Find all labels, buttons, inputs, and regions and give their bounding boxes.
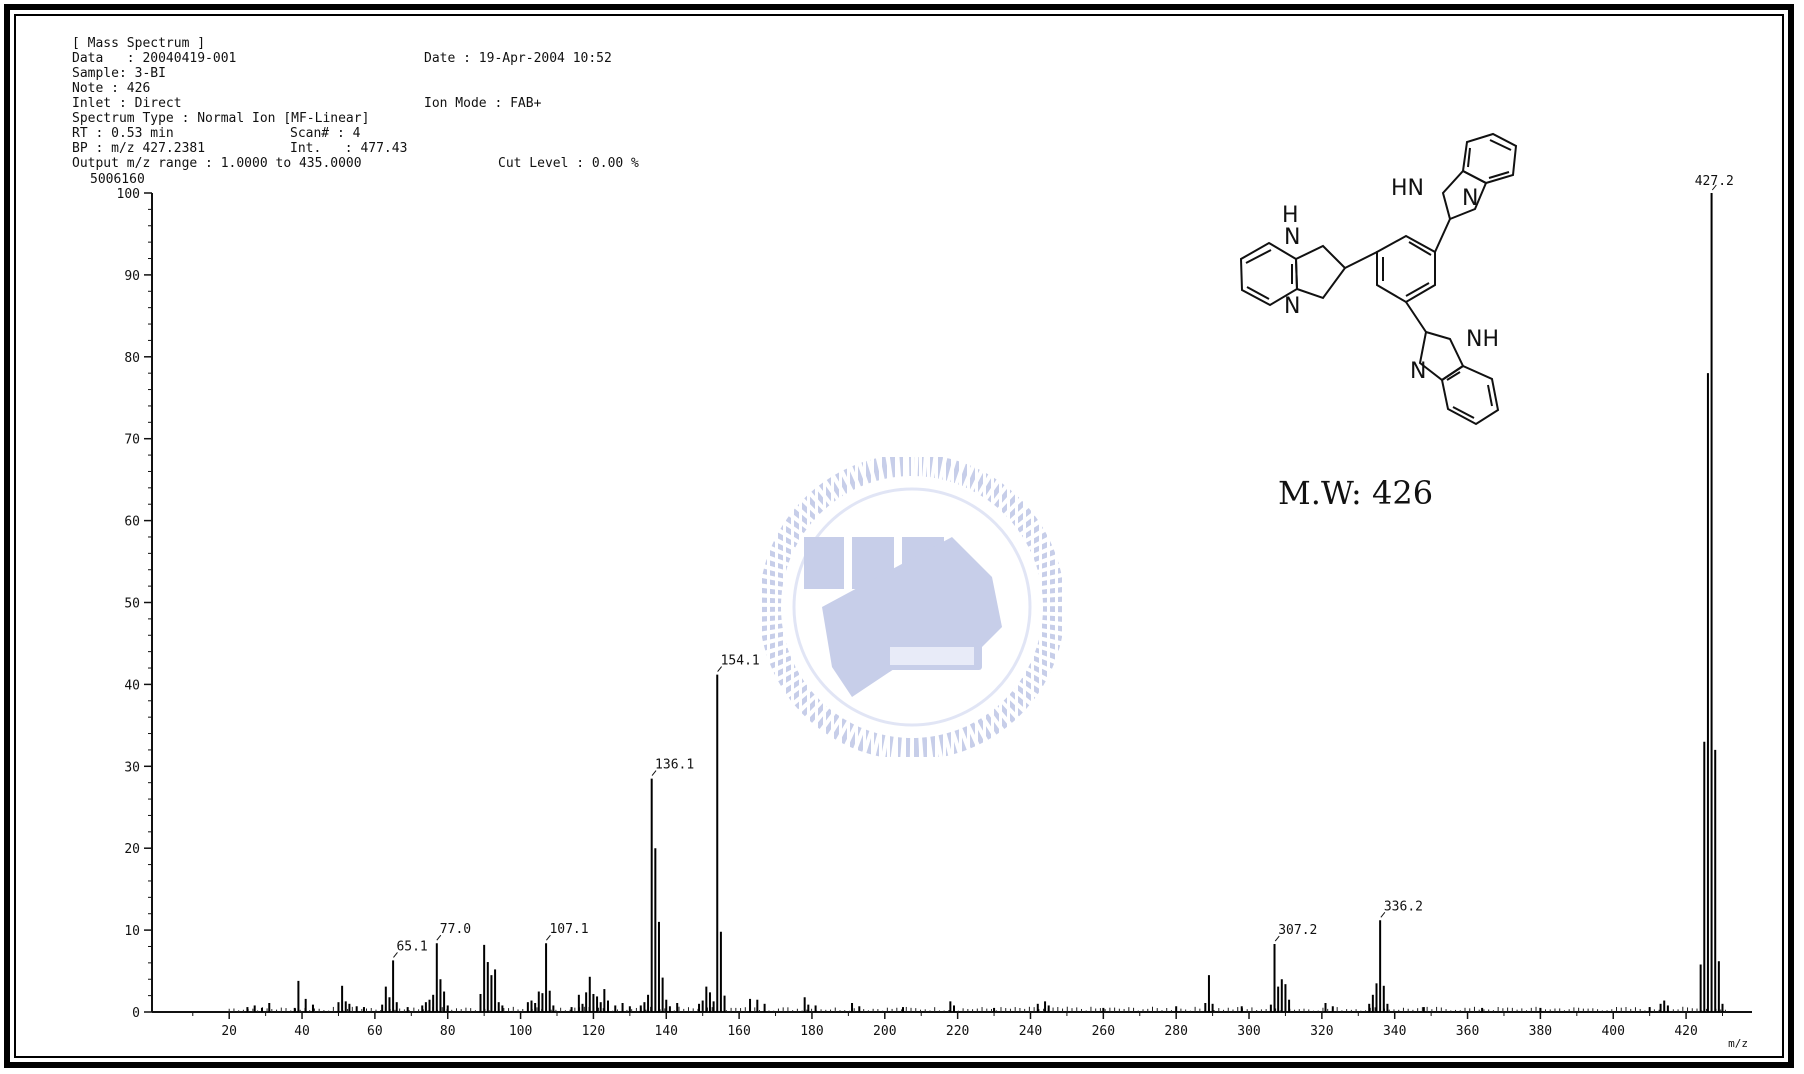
header-date: Date : 19-Apr-2004 10:52: [424, 51, 612, 66]
x-tick-label-340: 340: [1383, 1024, 1406, 1039]
x-tick-label-80: 80: [440, 1024, 456, 1039]
peak-label-leader-336.2: [1380, 911, 1386, 918]
y-tick-label-0: 0: [132, 1006, 140, 1021]
x-axis-label: m/z: [1728, 1037, 1748, 1050]
y-tick-label-30: 30: [124, 760, 140, 775]
left-benzo-ring: [1239, 241, 1299, 307]
y-tick-label-60: 60: [124, 515, 140, 530]
x-tick-label-220: 220: [946, 1024, 969, 1039]
header-range: Output m/z range : 1.0000 to 435.0000: [72, 156, 362, 171]
peak-label-leader-154.1: [717, 666, 723, 672]
university-watermark-logo: [762, 457, 1062, 757]
x-tick-label-240: 240: [1019, 1024, 1042, 1039]
header-inlet: Inlet : Direct: [72, 96, 182, 111]
x-tick-label-280: 280: [1164, 1024, 1187, 1039]
x-tick-label-380: 380: [1529, 1024, 1552, 1039]
peak-label-136.1: 136.1: [655, 758, 694, 773]
label-n-bottom: N: [1410, 359, 1426, 384]
y-tick-label-10: 10: [124, 924, 140, 939]
label-n-left-bottom: N: [1284, 294, 1300, 319]
peak-label-154.1: 154.1: [721, 654, 760, 669]
y-tick-label-100: 100: [117, 187, 140, 202]
x-tick-label-100: 100: [509, 1024, 532, 1039]
label-n-left-top: N: [1284, 225, 1300, 250]
spectrum-header: [ Mass Spectrum ] Data : 20040419-001 Da…: [72, 36, 639, 276]
header-scan: Scan# : 4: [290, 126, 361, 141]
x-tick-label-300: 300: [1237, 1024, 1260, 1039]
peak-label-leader-77.0: [436, 934, 442, 941]
x-tick-label-260: 260: [1092, 1024, 1115, 1039]
header-data: Data : 20040419-001: [72, 51, 237, 66]
peak-label-427.2: 427.2: [1695, 174, 1734, 189]
x-tick-label-400: 400: [1601, 1024, 1624, 1039]
x-tick-label-200: 200: [873, 1024, 896, 1039]
header-rt: RT : 0.53 min: [72, 126, 174, 141]
peak-label-leader-136.1: [651, 770, 657, 776]
y-tick-label-40: 40: [124, 678, 140, 693]
y-tick-label-80: 80: [124, 351, 140, 366]
x-tick-label-140: 140: [655, 1024, 678, 1039]
molecular-weight-label: M.W: 426: [1278, 474, 1434, 512]
peak-label-336.2: 336.2: [1384, 899, 1423, 914]
peak-label-65.1: 65.1: [396, 939, 427, 954]
chemical-structure: HN N H N N NH N: [1239, 132, 1518, 426]
header-ion-mode: Ion Mode : FAB+: [424, 96, 542, 111]
header-bp: BP : m/z 427.2381: [72, 141, 206, 156]
x-tick-label-20: 20: [221, 1024, 237, 1039]
peak-label-leader-307.2: [1274, 935, 1280, 942]
x-tick-label-180: 180: [800, 1024, 823, 1039]
header-note: Note : 426: [72, 81, 151, 96]
y-tick-label-70: 70: [124, 433, 140, 448]
y-tick-label-90: 90: [124, 269, 140, 284]
header-int: Int. : 477.43: [290, 141, 408, 156]
peak-label-307.2: 307.2: [1278, 923, 1317, 938]
x-tick-label-420: 420: [1674, 1024, 1697, 1039]
x-tick-label-120: 120: [582, 1024, 605, 1039]
header-max-intensity: 5006160: [90, 172, 145, 187]
bottom-benzo-ring: [1440, 364, 1500, 426]
x-tick-label-320: 320: [1310, 1024, 1333, 1039]
x-tick-label-360: 360: [1456, 1024, 1479, 1039]
peak-label-107.1: 107.1: [549, 922, 588, 937]
label-h-left: H: [1282, 203, 1299, 228]
peak-label-leader-107.1: [546, 934, 551, 941]
central-benzene-ring: [1376, 234, 1436, 304]
label-nh-bottom: NH: [1466, 327, 1499, 352]
label-n-top: N: [1462, 186, 1478, 211]
header-title: [ Mass Spectrum ]: [72, 36, 206, 51]
x-tick-label-160: 160: [727, 1024, 750, 1039]
header-cut-level: Cut Level : 0.00 %: [498, 156, 639, 171]
x-tick-label-60: 60: [367, 1024, 383, 1039]
peak-label-77.0: 77.0: [440, 922, 471, 937]
x-tick-label-40: 40: [294, 1024, 310, 1039]
peak-label-leader-427.2: [1711, 184, 1717, 191]
top-benzo-ring: [1461, 132, 1518, 185]
y-tick-label-50: 50: [124, 597, 140, 612]
header-spectrum-type: Spectrum Type : Normal Ion [MF-Linear]: [72, 111, 370, 126]
outer-border: [4, 4, 1794, 1068]
header-sample: Sample: 3-BI: [72, 66, 166, 81]
label-hn-top: HN: [1391, 176, 1424, 201]
y-tick-label-20: 20: [124, 842, 140, 857]
inner-border: [14, 14, 1784, 1058]
peak-label-leader-65.1: [393, 952, 398, 958]
